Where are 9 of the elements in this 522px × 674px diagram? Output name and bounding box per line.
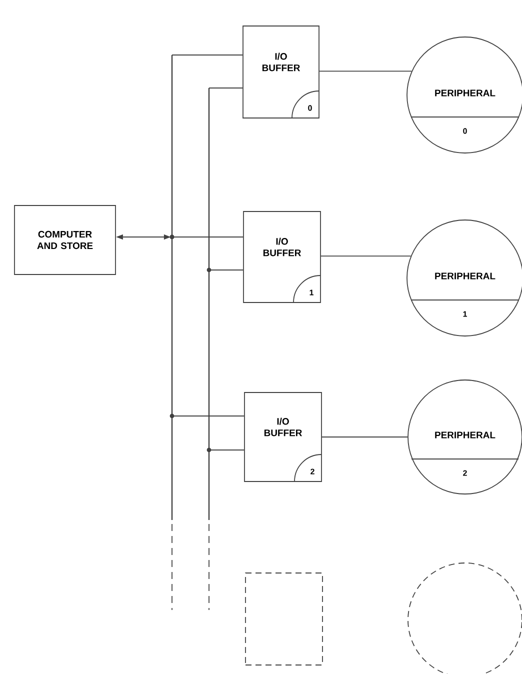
bus-line <box>170 55 174 610</box>
connector-line <box>320 256 412 257</box>
connector-line <box>319 70 412 72</box>
bus-tap <box>172 236 244 238</box>
process-box: COMPUTER AND STORE <box>14 205 116 275</box>
empty-box <box>245 572 323 666</box>
connector-line <box>322 436 408 438</box>
bus-tap <box>172 54 243 56</box>
bus-line <box>206 88 212 610</box>
